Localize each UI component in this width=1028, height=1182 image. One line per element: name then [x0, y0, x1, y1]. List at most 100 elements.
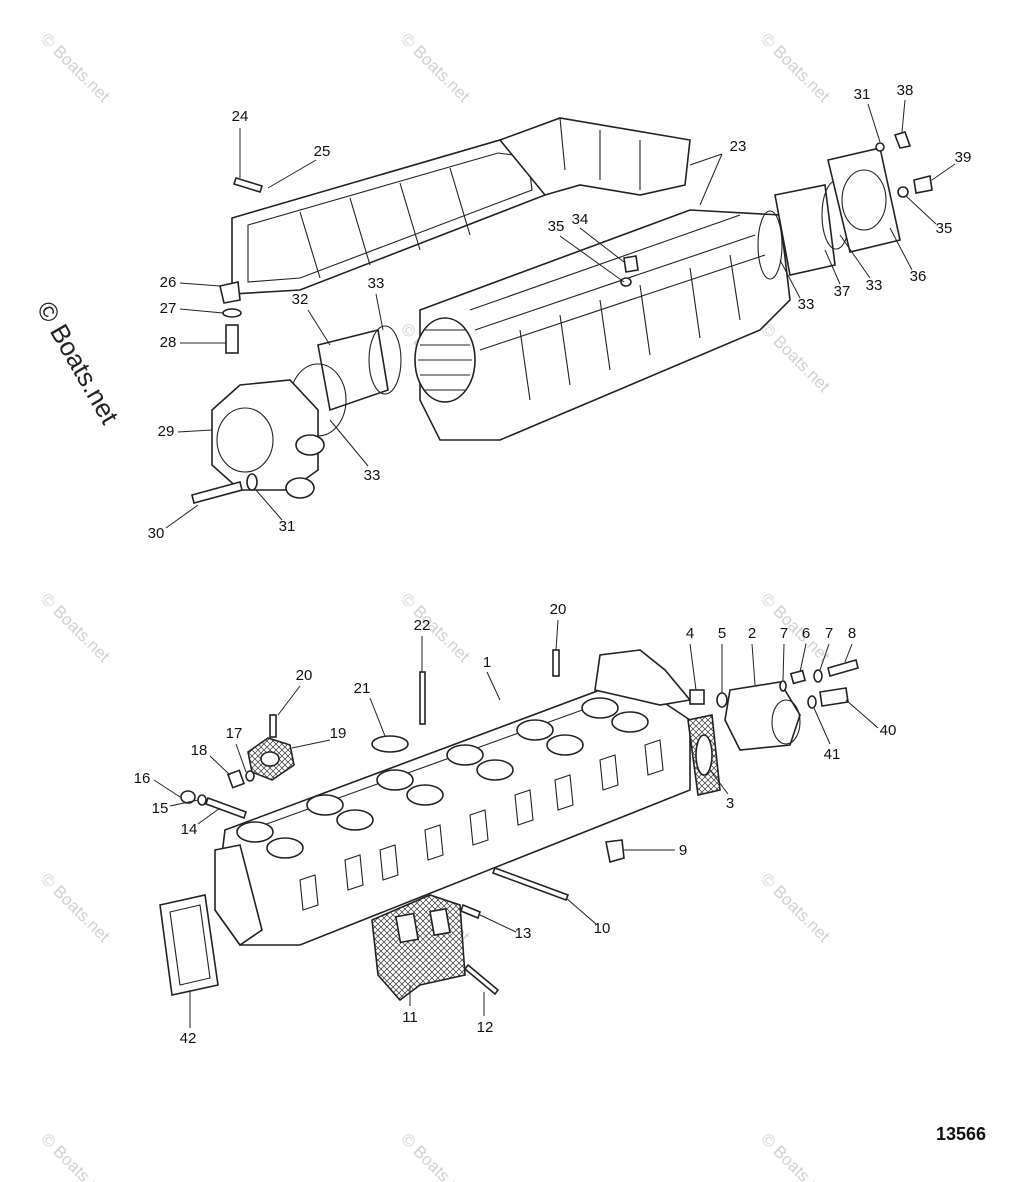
plug-26: [219, 281, 241, 304]
fitting-4: [689, 689, 705, 705]
callout-15: 15: [152, 800, 169, 817]
screw-13: [460, 903, 481, 920]
callout-1: 1: [483, 654, 491, 671]
callout-28: 28: [160, 334, 177, 351]
callout-24: 24: [232, 108, 249, 125]
cover-gasket-25: [231, 139, 546, 295]
bolt-8: [827, 659, 859, 677]
callout-7: 7: [780, 625, 788, 642]
figure-number: 13566: [936, 1124, 986, 1144]
callout-21: 21: [354, 680, 371, 697]
washer-41: [807, 695, 817, 709]
callout-13: 13: [515, 925, 532, 942]
nut-16: [180, 790, 196, 804]
callout-35: 35: [936, 220, 953, 237]
housing-2: [724, 681, 801, 751]
plug-39: [913, 175, 933, 194]
end-plate-37: [774, 184, 836, 276]
end-gasket-42: [159, 894, 219, 996]
callout-16: 16: [134, 770, 151, 787]
screw-30: [191, 481, 243, 504]
washer-17: [245, 770, 255, 782]
callout-33: 33: [866, 277, 883, 294]
watermark-text: © Boats.net: [757, 29, 834, 106]
watermark-text: © Boats.net: [397, 589, 474, 666]
zinc-anode-28: [225, 324, 239, 354]
watermark-text: © Boats.net: [37, 589, 114, 666]
end-cap-36: [827, 147, 901, 253]
callout-27: 27: [160, 300, 177, 317]
heat-exchanger-body: [419, 209, 791, 441]
callout-12: 12: [477, 1019, 494, 1036]
callout-22: 22: [414, 617, 431, 634]
callout-11: 11: [402, 1009, 418, 1026]
o-ring-33: [757, 210, 783, 280]
callout-25: 25: [314, 143, 331, 160]
heat-exchanger-assembly: [191, 117, 933, 504]
drain-fitting-9: [605, 839, 625, 864]
callout-37: 37: [834, 283, 851, 300]
washer-27: [222, 308, 242, 318]
watermark-text: © Boats.net: [757, 869, 834, 946]
callout-33: 33: [798, 296, 815, 313]
sensor-40: [819, 687, 849, 707]
bolt-6: [789, 669, 807, 685]
elbow-outlet: [594, 649, 692, 706]
callout-10: 10: [594, 920, 611, 937]
callout-36: 36: [910, 268, 927, 285]
callout-35: 35: [548, 218, 565, 235]
callout-19: 19: [330, 725, 347, 742]
callout-26: 26: [160, 274, 177, 291]
leader-lines: [153, 99, 956, 1028]
callout-6: 6: [802, 625, 810, 642]
fitting-34: [623, 255, 639, 273]
watermark-text: © Boats.net: [37, 1129, 114, 1182]
cap-21: [371, 735, 409, 753]
callout-40: 40: [880, 722, 897, 739]
callout-38: 38: [897, 82, 914, 99]
callout-7: 7: [825, 625, 833, 642]
stud-14: [204, 796, 248, 820]
callout-23: 23: [730, 138, 747, 155]
watermark-text: © Boats.net: [757, 1129, 834, 1182]
o-ring-33: [368, 325, 402, 395]
watermark-text: © Boats.net: [397, 29, 474, 106]
fitting-18: [226, 769, 246, 789]
washer-5: [716, 692, 728, 708]
callout-41: 41: [824, 746, 841, 763]
callout-39: 39: [955, 149, 972, 166]
callout-29: 29: [158, 423, 175, 440]
callout-4: 4: [686, 625, 694, 642]
callout-20: 20: [296, 667, 313, 684]
watermark-text: © Boats.net: [397, 1129, 474, 1182]
callout-34: 34: [572, 211, 589, 228]
callout-2: 2: [748, 625, 756, 642]
callout-8: 8: [848, 625, 856, 642]
callout-3: 3: [726, 795, 734, 812]
exhaust-manifold-assembly: [159, 649, 859, 1002]
screw-24: [232, 177, 264, 193]
callout-5: 5: [718, 625, 726, 642]
long-stud-10: [491, 866, 570, 902]
callout-9: 9: [679, 842, 687, 859]
callout-42: 42: [180, 1030, 197, 1047]
watermark-text: © Boats.net: [37, 869, 114, 946]
watermark-text: © Boats.net: [757, 319, 834, 396]
screw-38: [893, 131, 912, 149]
callout-17: 17: [226, 725, 243, 742]
end-cap-29: [211, 379, 319, 491]
washer-15: [197, 794, 207, 806]
watermark-text: © Boats.net: [757, 589, 834, 666]
callout-20: 20: [550, 601, 567, 618]
washer-31: [246, 473, 258, 491]
stud-20: [552, 649, 560, 677]
callout-14: 14: [181, 821, 198, 838]
stud-22: [419, 671, 426, 725]
callout-33: 33: [364, 467, 381, 484]
side-watermark: © Boats.net: [31, 296, 125, 430]
washer-7: [779, 680, 787, 692]
callout-33: 33: [368, 275, 385, 292]
callout-32: 32: [292, 291, 309, 308]
